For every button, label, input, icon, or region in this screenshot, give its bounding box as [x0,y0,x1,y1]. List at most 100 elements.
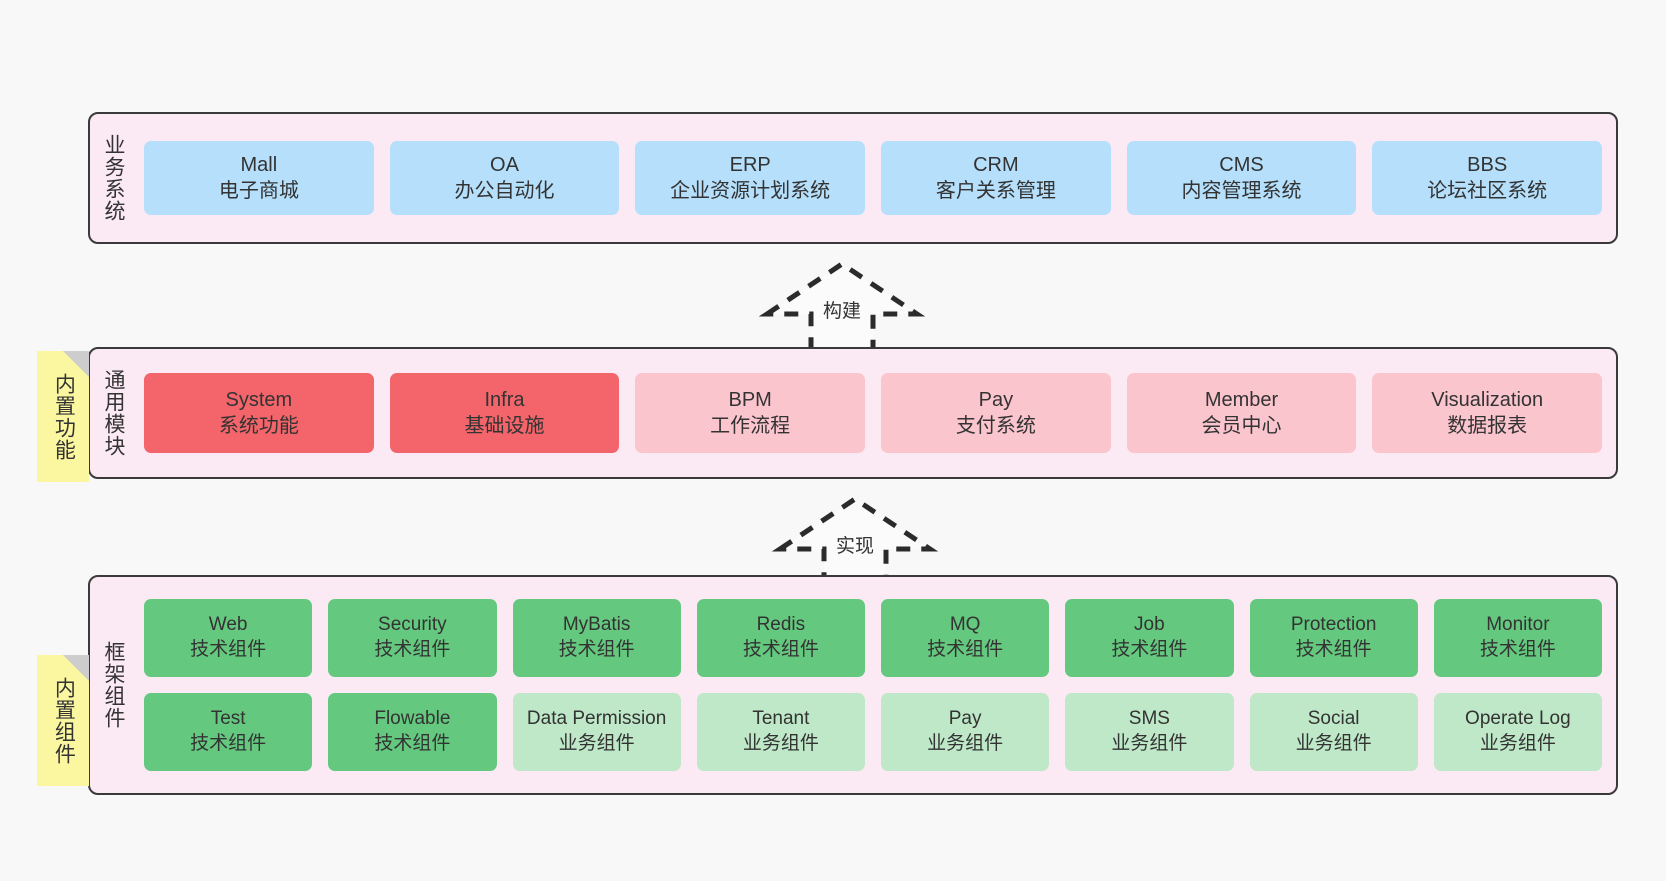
card-name: Infra [484,388,525,411]
arrow-build: 构建 [757,258,927,354]
note-builtin-component: 内置组件 [37,655,89,786]
card-name: Social [1307,708,1360,730]
card-web[interactable]: Web 技术组件 [144,599,313,677]
framework-card-row-1: Web 技术组件 Security 技术组件 MyBatis 技术组件 Redi… [144,599,1602,677]
card-job[interactable]: Job 技术组件 [1065,599,1234,677]
layer-common-modules: 通用模块 System 系统功能 Infra 基础设施 BPM 工作流程 Pay… [88,347,1618,479]
card-erp[interactable]: ERP 企业资源计划系统 [635,141,866,215]
generalization-arrow-icon [758,260,926,354]
note-label: 内置功能 [52,372,76,461]
card-name: Mall [240,153,278,176]
card-subtitle: 支付系统 [955,415,1036,437]
card-name: Data Permission [526,708,667,730]
card-system[interactable]: System 系统功能 [144,373,374,453]
card-monitor[interactable]: Monitor 技术组件 [1433,599,1602,677]
card-subtitle: 论坛社区系统 [1427,180,1548,202]
card-security[interactable]: Security 技术组件 [328,599,497,677]
card-tenant[interactable]: Tenant 业务组件 [696,693,865,771]
layer-business-systems: 业务系统 Mall 电子商城 OA 办公自动化 ERP 企业资源计划系统 CRM… [88,112,1618,244]
card-infra[interactable]: Infra 基础设施 [389,373,620,453]
card-subtitle: 数据报表 [1447,415,1528,437]
card-subtitle: 业务组件 [742,733,819,754]
layer-label-framework: 框架组件 [102,641,126,729]
generalization-arrow-icon [771,495,939,589]
business-card-row: Mall 电子商城 OA 办公自动化 ERP 企业资源计划系统 CRM 客户关系… [144,141,1603,215]
card-social[interactable]: Social 业务组件 [1249,693,1418,771]
modules-card-row: System 系统功能 Infra 基础设施 BPM 工作流程 Pay 支付系统… [144,373,1603,453]
card-subtitle: 技术组件 [742,639,819,660]
card-subtitle: 办公自动化 [454,180,555,202]
card-data-permission[interactable]: Data Permission 业务组件 [512,693,681,771]
card-sms[interactable]: SMS 业务组件 [1065,693,1234,771]
card-name: Test [210,708,246,730]
layer-framework-components: 框架组件 Web 技术组件 Security 技术组件 MyBatis 技术组件… [88,575,1618,795]
card-name: Visualization [1431,388,1544,411]
card-subtitle: 技术组件 [558,639,635,660]
card-subtitle: 电子商城 [218,180,299,202]
card-visualization[interactable]: Visualization 数据报表 [1372,373,1603,453]
card-pay-module[interactable]: Pay 支付系统 [881,373,1111,453]
card-name: MQ [949,614,981,636]
card-redis[interactable]: Redis 技术组件 [696,599,865,677]
arrow-label-realize: 实现 [835,536,874,557]
card-name: Security [378,614,447,636]
card-subtitle: 技术组件 [190,639,267,660]
card-name: ERP [729,153,771,176]
card-flowable[interactable]: Flowable 技术组件 [328,693,497,771]
card-subtitle: 技术组件 [927,639,1004,660]
card-name: BBS [1467,153,1508,176]
card-name: Flowable [374,708,451,730]
note-builtin-feature: 内置功能 [37,351,89,482]
card-subtitle: 业务组件 [1479,733,1556,754]
card-bpm[interactable]: BPM 工作流程 [635,373,866,453]
layer-body-modules: System 系统功能 Infra 基础设施 BPM 工作流程 Pay 支付系统… [136,349,1616,477]
card-name: Redis [756,614,806,636]
card-name: Monitor [1486,614,1550,636]
layer-label-business: 业务系统 [102,134,126,222]
card-name: Pay [978,388,1014,411]
note-fold-corner-icon [63,351,89,377]
card-mq[interactable]: MQ 技术组件 [881,599,1050,677]
card-protection[interactable]: Protection 技术组件 [1249,599,1418,677]
card-name: System [225,388,293,411]
card-subtitle: 技术组件 [374,733,451,754]
card-subtitle: 基础设施 [464,415,545,437]
card-subtitle: 技术组件 [190,733,267,754]
card-subtitle: 技术组件 [374,639,451,660]
card-bbs[interactable]: BBS 论坛社区系统 [1372,141,1603,215]
card-subtitle: 内容管理系统 [1181,180,1302,202]
card-name: Job [1134,614,1165,636]
card-subtitle: 技术组件 [1111,639,1188,660]
layer-label-modules: 通用模块 [102,369,126,457]
card-cms[interactable]: CMS 内容管理系统 [1126,141,1357,215]
card-subtitle: 企业资源计划系统 [670,180,831,202]
card-mybatis[interactable]: MyBatis 技术组件 [512,599,681,677]
note-label: 内置组件 [52,676,76,765]
card-name: Protection [1290,614,1377,636]
layer-body-framework: Web 技术组件 Security 技术组件 MyBatis 技术组件 Redi… [136,577,1616,793]
card-subtitle: 技术组件 [1479,639,1556,660]
card-name: Web [208,614,248,636]
card-subtitle: 业务组件 [558,733,635,754]
card-mall[interactable]: Mall 电子商城 [144,141,374,215]
card-name: Operate Log [1465,708,1571,730]
card-name: Pay [948,708,982,730]
arrow-label-build: 构建 [822,301,861,322]
card-subtitle: 工作流程 [710,415,791,437]
card-subtitle: 业务组件 [1295,733,1372,754]
card-oa[interactable]: OA 办公自动化 [389,141,620,215]
card-name: Tenant [752,708,810,730]
card-subtitle: 客户关系管理 [935,180,1056,202]
framework-card-row-2: Test 技术组件 Flowable 技术组件 Data Permission … [144,693,1602,771]
card-name: Member [1204,388,1279,411]
card-subtitle: 会员中心 [1201,415,1282,437]
card-subtitle: 系统功能 [218,415,299,437]
card-operate-log[interactable]: Operate Log 业务组件 [1433,693,1602,771]
note-fold-corner-icon [63,655,89,681]
card-subtitle: 技术组件 [1295,639,1372,660]
card-test[interactable]: Test 技术组件 [144,693,313,771]
card-crm[interactable]: CRM 客户关系管理 [881,141,1111,215]
card-pay-component[interactable]: Pay 业务组件 [881,693,1050,771]
card-member[interactable]: Member 会员中心 [1126,373,1357,453]
